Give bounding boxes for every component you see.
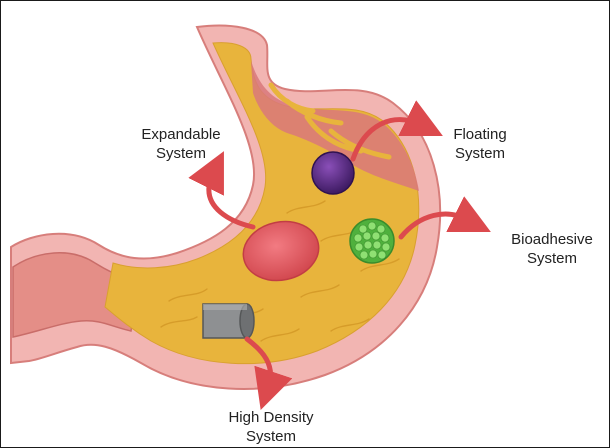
bioadhesive-label-line2: System [495,249,609,268]
floating-label-line1: Floating [437,125,523,144]
expandable-label-line2: System [129,144,233,163]
bioadhesive-system-sphere [350,219,394,263]
high-density-system-cylinder [203,304,254,338]
high-density-label-line2: System [209,427,333,446]
bioadhesive-label-line1: Bioadhesive [495,230,609,249]
bioadhesive-system-label: Bioadhesive System [495,230,609,268]
floating-system-sphere [312,152,354,194]
expandable-system-label: Expandable System [129,125,233,163]
floating-system-label: Floating System [437,125,523,163]
high-density-label-line1: High Density [209,408,333,427]
expandable-label-line1: Expandable [129,125,233,144]
high-density-system-label: High Density System [209,408,333,446]
floating-label-line2: System [437,144,523,163]
